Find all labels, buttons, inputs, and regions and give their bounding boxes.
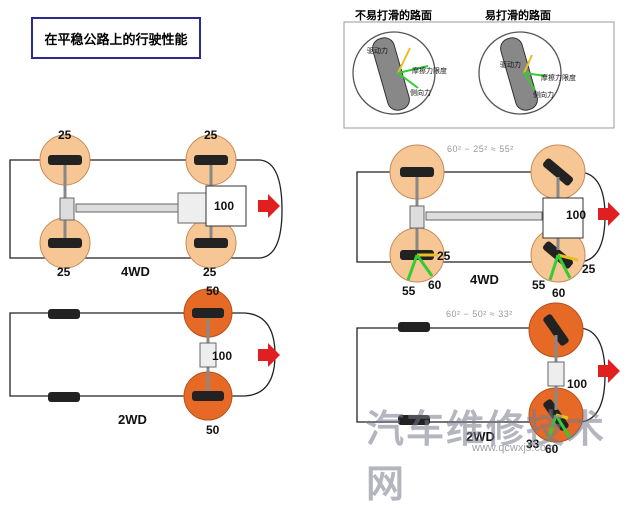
force-value: 25 — [582, 262, 596, 276]
engine-block — [205, 185, 247, 227]
engine-block — [547, 361, 565, 387]
diagram-canvas — [9, 21, 620, 443]
mode-label: 4WD — [470, 272, 499, 287]
tire-front-right — [48, 238, 82, 248]
engine-torque: 100 — [214, 199, 235, 213]
tire-front-left — [400, 167, 434, 177]
header-non-slip: 不易打滑的路面 — [355, 10, 432, 22]
inset-limit-arrow-left — [397, 65, 429, 74]
front-diff — [409, 205, 425, 229]
force-arrow-lateral — [548, 254, 560, 281]
diagram-stage: 在平稳公路上的行驶性能 不易打滑的路面 易打滑的路面 驱动力 摩擦力限度 侧向力… — [9, 10, 620, 506]
front-diff — [59, 197, 75, 221]
tire-front-left — [48, 309, 80, 319]
force-value: 33 — [526, 437, 540, 451]
engine-block — [199, 342, 217, 368]
tire-load-rear-right: 50 — [206, 423, 220, 437]
tire-load-rear-left: 25 — [204, 128, 218, 142]
force-value: 55 — [532, 278, 546, 292]
force-value: 55 — [402, 284, 416, 298]
inset-tire-right — [500, 37, 538, 111]
tire-load-rear-right: 25 — [203, 265, 217, 279]
inset-label-limit-right: 摩擦力限度 — [541, 75, 576, 82]
tire-front-right — [398, 415, 430, 425]
inset-label-lateral-left: 侧向力 — [410, 90, 431, 97]
tire-front-left — [398, 322, 430, 332]
car-body-2wd-left — [9, 312, 276, 397]
direction-arrow — [258, 194, 280, 218]
inset-label-lateral-right: 侧向力 — [533, 92, 554, 99]
direction-arrow — [598, 202, 620, 226]
engine-torque: 100 — [212, 349, 233, 363]
tire-load-front-right: 25 — [57, 265, 71, 279]
force-arrow-lateral — [406, 254, 419, 281]
inset-label-limit-left: 摩擦力限度 — [412, 68, 447, 75]
inset-lateral-arrow-right — [523, 72, 536, 91]
inset-limit-arrow-right — [523, 72, 547, 77]
force-value: 60 — [545, 442, 559, 456]
force-arrow-limit — [415, 254, 434, 277]
force-arrow-drive — [555, 413, 569, 420]
tire-rear-left — [194, 155, 228, 165]
inset-label-drive-right: 驱动力 — [500, 62, 521, 69]
engine-block — [542, 197, 584, 239]
tire-rear-right — [194, 238, 228, 248]
force-arrow-limit — [554, 414, 572, 439]
formula-4wd: 60² − 25² ≈ 55² — [447, 144, 514, 154]
tire-rear-left — [543, 314, 569, 346]
inset-label-drive-left: 驱动力 — [367, 48, 388, 55]
propshaft — [425, 211, 543, 221]
direction-arrow — [258, 343, 280, 367]
tire-rear-right — [192, 391, 224, 401]
direction-arrow — [598, 359, 620, 383]
force-value: 60 — [428, 278, 442, 292]
tire-load-rear-left: 50 — [206, 284, 220, 298]
force-arrow-lateral — [546, 414, 558, 441]
inset-lateral-arrow-left — [397, 72, 419, 89]
tire-load-front-left: 25 — [58, 128, 72, 142]
mode-label: 2WD — [466, 429, 495, 444]
formula-2wd: 60² − 50² ≈ 33² — [446, 309, 513, 319]
force-value: 60 — [552, 286, 566, 300]
inset-tire-left — [372, 37, 410, 111]
tire-front-right — [48, 392, 80, 402]
inset-drive-arrow-left — [397, 47, 411, 74]
engine-torque: 100 — [566, 208, 587, 222]
page-title: 在平稳公路上的行驶性能 — [31, 17, 201, 59]
tire-rear-left — [192, 308, 224, 318]
header-slip: 易打滑的路面 — [485, 10, 551, 22]
mode-label: 4WD — [121, 264, 150, 279]
force-arrow-drive — [557, 253, 579, 262]
watermark-url: www.qcwxjs.com — [472, 442, 556, 454]
force-arrow-limit — [556, 254, 572, 279]
engine-torque: 100 — [567, 377, 588, 391]
transfer-case — [177, 192, 207, 224]
mode-label: 2WD — [118, 412, 147, 427]
inset-drive-arrow-right — [523, 54, 533, 74]
force-value: 25 — [437, 249, 451, 263]
tire-front-left — [48, 155, 82, 165]
tire-rear-left — [542, 158, 574, 186]
